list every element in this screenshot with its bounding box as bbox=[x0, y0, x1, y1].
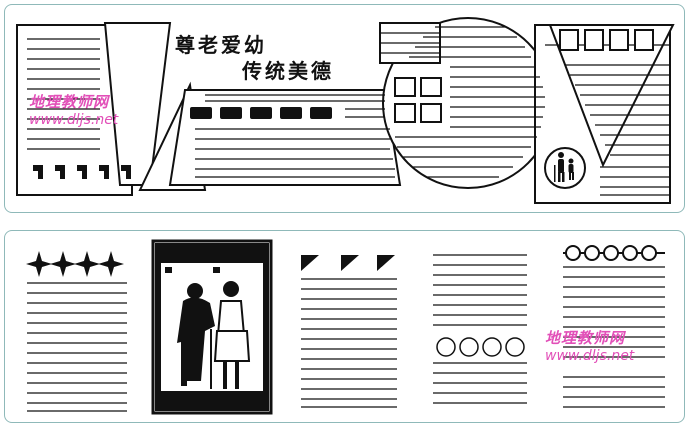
watermark-site-name: 地理教师网 bbox=[545, 329, 626, 347]
triangle-decorations bbox=[301, 255, 395, 271]
star-decorations bbox=[26, 251, 124, 277]
right-block-lines bbox=[545, 44, 670, 196]
left-tab-marks bbox=[33, 165, 131, 179]
middle-black-rects bbox=[190, 107, 332, 119]
poster-title-line2: 传统美德 bbox=[242, 59, 334, 83]
circle-photo-squares bbox=[394, 77, 442, 123]
top-strip-lines bbox=[380, 32, 440, 54]
watermark-bottom: 地理教师网 www.dljs.net bbox=[545, 327, 634, 364]
bottom-panel-drawing bbox=[26, 239, 665, 415]
elderly-helper-illustration bbox=[151, 239, 273, 415]
column3-lines bbox=[301, 278, 397, 408]
top-panel-drawing bbox=[16, 17, 675, 204]
triangle-photo-squares bbox=[559, 29, 654, 51]
middle-block-lines bbox=[195, 94, 395, 178]
watermark-url: www.dljs.net bbox=[29, 112, 119, 128]
middle-block bbox=[168, 89, 402, 186]
watermark-url: www.dljs.net bbox=[545, 348, 635, 364]
bottom-poster-panel: 地理教师网 www.dljs.net bbox=[4, 230, 685, 423]
column5-circles bbox=[563, 245, 665, 261]
poster-title-line1: 尊老爱幼 bbox=[175, 33, 267, 57]
top-poster-panel: 尊老爱幼 传统美德 地理教师网 www.dljs.net bbox=[4, 4, 685, 213]
column5-lines bbox=[563, 266, 665, 408]
left-block-lines bbox=[27, 38, 100, 150]
watermark-top: 地理教师网 www.dljs.net bbox=[29, 91, 118, 128]
column4-lines bbox=[433, 254, 527, 404]
column4-circles bbox=[436, 337, 525, 357]
elderly-care-icon bbox=[544, 147, 586, 189]
watermark-site-name: 地理教师网 bbox=[29, 93, 110, 111]
column1-lines bbox=[27, 282, 127, 412]
circle-lines bbox=[395, 26, 545, 178]
